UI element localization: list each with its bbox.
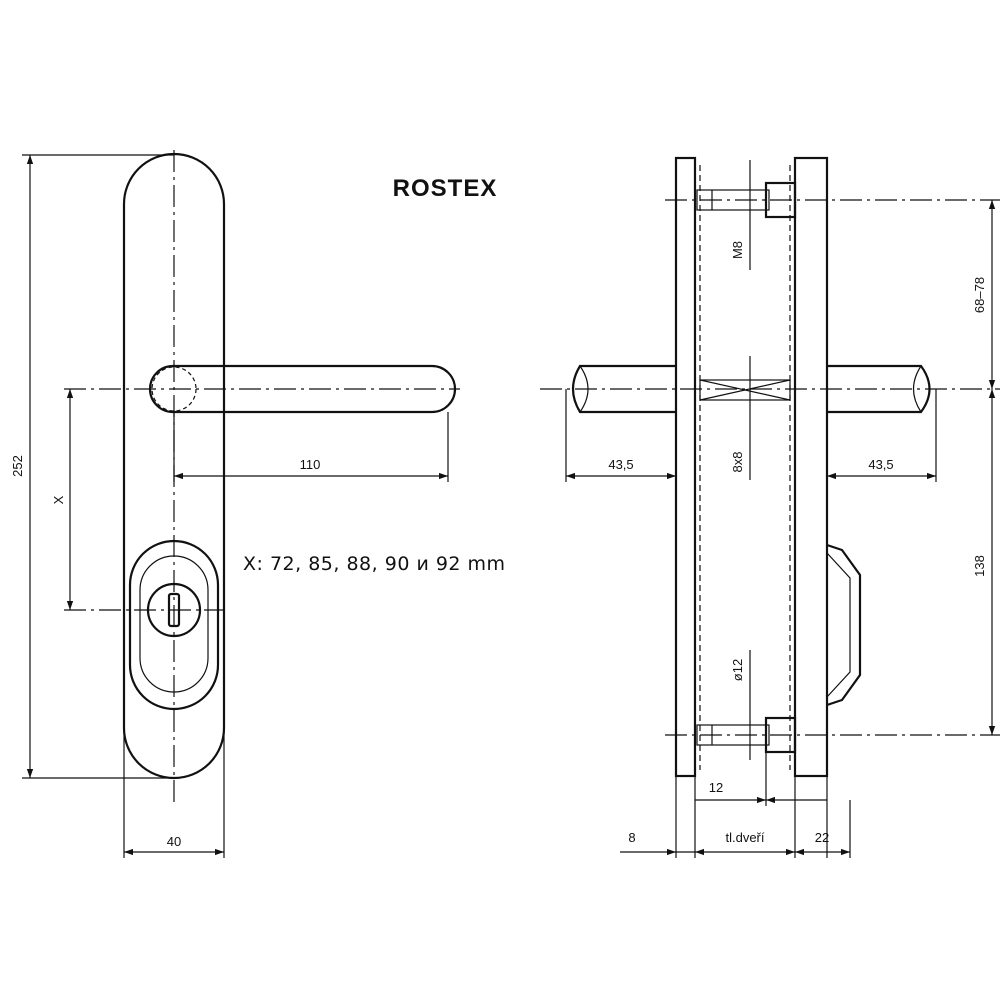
top-bolt-shank bbox=[696, 189, 770, 211]
top-bolt-sleeve bbox=[764, 181, 797, 219]
dim-screw-label: M8 bbox=[730, 241, 745, 259]
dim-spacing-top-label: 68–78 bbox=[972, 277, 987, 313]
dim-lever-left-label: 43,5 bbox=[608, 457, 633, 472]
dim-x-label: X bbox=[51, 495, 66, 504]
dim-lever-length-label: 110 bbox=[300, 457, 321, 472]
dim-offset-label: 12 bbox=[709, 780, 723, 795]
cylinder-rosette-outer bbox=[128, 539, 220, 711]
cylinder-rosette-inner bbox=[139, 555, 209, 693]
side-view: M8 68–78 43,5 8x8 43,5 138 ø12 12 bbox=[540, 156, 1000, 858]
lever-handle bbox=[148, 364, 457, 414]
bottom-bolt-shank bbox=[696, 724, 770, 746]
dim-plate-left-label: 8 bbox=[628, 830, 635, 845]
dim-lever-right-label: 43,5 bbox=[868, 457, 893, 472]
dim-spindle-label: 8x8 bbox=[730, 452, 745, 473]
right-lever-end bbox=[827, 364, 931, 414]
x-values-note: X: 72, 85, 88, 90 и 92 mm bbox=[243, 553, 506, 575]
left-plate bbox=[674, 156, 697, 778]
dim-bolt-label: ø12 bbox=[730, 659, 745, 681]
spindle bbox=[699, 379, 791, 401]
dim-width-label: 40 bbox=[167, 834, 181, 849]
dim-plate-right-label: 22 bbox=[815, 830, 829, 845]
cylinder-guard-side bbox=[826, 543, 862, 707]
dim-height-label: 252 bbox=[10, 455, 25, 477]
right-plate bbox=[793, 156, 829, 778]
dim-spacing-bottom-label: 138 bbox=[972, 555, 987, 577]
dim-door-label: tl.dveří bbox=[725, 830, 764, 845]
bottom-bolt-sleeve bbox=[764, 716, 797, 754]
front-view: 252 X 110 40 bbox=[10, 150, 460, 858]
brand-logo: ROSTEX bbox=[393, 175, 498, 202]
